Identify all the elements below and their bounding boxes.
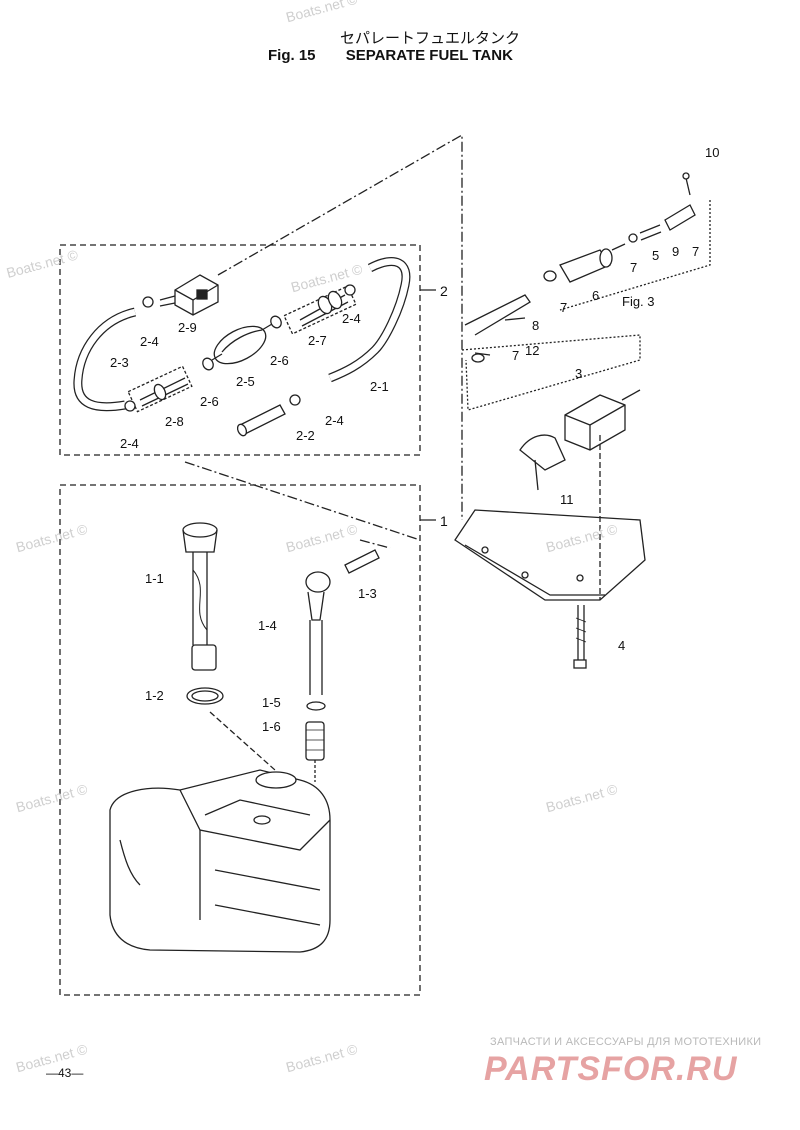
label-6: 6 <box>592 288 599 303</box>
label-2-6: 2-6 <box>270 353 289 368</box>
page-number: —43— <box>46 1066 84 1080</box>
figure-name: SEPARATE FUEL TANK <box>345 47 513 64</box>
label-1: 1 <box>440 513 448 529</box>
label-9: 9 <box>672 244 679 259</box>
label-12: 12 <box>525 343 539 358</box>
title-japanese: セパレートフュエルタンク <box>340 29 521 47</box>
label-2-7: 2-7 <box>308 333 327 348</box>
label-1-1: 1-1 <box>145 571 164 586</box>
label-2-4: 2-4 <box>325 413 344 428</box>
label-7: 7 <box>560 300 567 315</box>
label-7: 7 <box>692 244 699 259</box>
label-2-5: 2-5 <box>236 374 255 389</box>
label-2: 2 <box>440 283 448 299</box>
label-1-3: 1-3 <box>358 586 377 601</box>
label-2-2: 2-2 <box>296 428 315 443</box>
label-1-6: 1-6 <box>262 719 281 734</box>
label-2-8: 2-8 <box>165 414 184 429</box>
label-2-6: 2-6 <box>200 394 219 409</box>
footer-tagline: ЗАПЧАСТИ И АКСЕССУАРЫ ДЛЯ МОТОТЕХНИКИ <box>490 1036 762 1048</box>
label-8: 8 <box>532 318 539 333</box>
group-1-box <box>59 484 421 996</box>
label-5: 5 <box>652 248 659 263</box>
label-2-4: 2-4 <box>342 311 361 326</box>
label-7: 7 <box>630 260 637 275</box>
label-2-4: 2-4 <box>140 334 159 349</box>
label-7: 7 <box>512 348 519 363</box>
label-4: 4 <box>618 638 625 653</box>
fig-3-label: Fig. 3 <box>622 294 655 309</box>
label-1-5: 1-5 <box>262 695 281 710</box>
figure-title: Fig. 15 SEPARATE FUEL TANK <box>268 47 513 64</box>
label-2-3: 2-3 <box>110 355 129 370</box>
label-1-2: 1-2 <box>145 688 164 703</box>
label-11: 11 <box>560 492 574 507</box>
group-2-box <box>59 244 421 456</box>
figure-number: Fig. 15 <box>268 47 316 64</box>
label-10: 10 <box>705 145 719 160</box>
label-2-1: 2-1 <box>370 379 389 394</box>
footer-logo: PARTSFOR.RU <box>484 1050 738 1088</box>
label-3: 3 <box>575 366 582 381</box>
label-1-4: 1-4 <box>258 618 277 633</box>
label-2-9: 2-9 <box>178 320 197 335</box>
label-2-4: 2-4 <box>120 436 139 451</box>
